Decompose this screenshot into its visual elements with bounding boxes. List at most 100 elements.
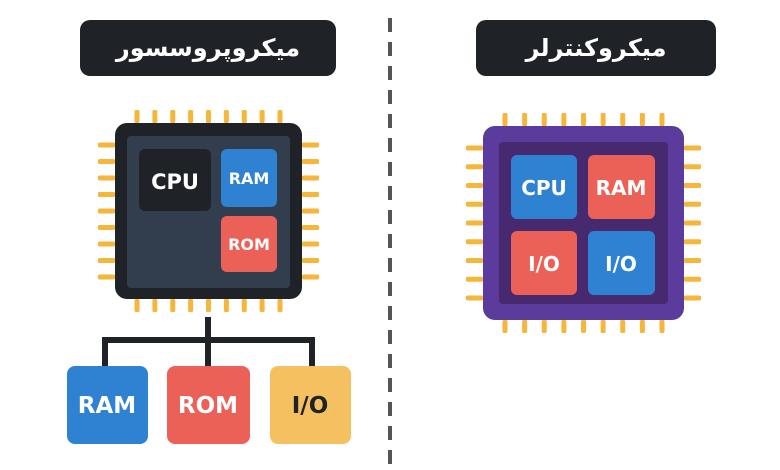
microprocessor-pin-right xyxy=(302,225,319,230)
microprocessor-pin-bottom xyxy=(223,299,229,312)
microprocessor-pin-right xyxy=(302,192,319,197)
microcontroller-pin-top xyxy=(581,113,586,126)
microprocessor-pin-right xyxy=(302,208,319,214)
microprocessor-pin-top xyxy=(259,110,265,123)
microcontroller-pin-right xyxy=(684,164,701,170)
microcontroller-pin-bottom xyxy=(600,320,606,333)
bus-lines xyxy=(102,317,315,370)
microcontroller-pin-bottom xyxy=(659,320,665,333)
microprocessor-pin-left xyxy=(98,274,115,280)
microprocessor-pin-top xyxy=(152,110,158,123)
microcontroller-pin-left xyxy=(466,183,483,188)
microprocessor-pins xyxy=(98,110,319,312)
microprocessor-pin-top xyxy=(134,110,140,123)
microcontroller-io-block-1 xyxy=(511,231,577,295)
microcontroller-pin-left xyxy=(466,201,483,207)
microcontroller-pin-top xyxy=(502,113,508,126)
microcontroller-pin-top xyxy=(522,113,528,126)
microcontroller-pin-left xyxy=(466,145,483,151)
microprocessor-pin-left xyxy=(98,241,115,247)
microprocessor-pin-bottom xyxy=(277,299,283,312)
microprocessor-pin-right xyxy=(302,159,319,164)
microprocessor-cpu-block xyxy=(139,149,211,211)
microprocessor-ram-label: RAM xyxy=(229,169,270,188)
microprocessor-pin-left xyxy=(98,225,115,230)
microprocessor-pin-right xyxy=(302,142,319,148)
microprocessor-pin-top xyxy=(206,110,211,123)
microprocessor-pin-right xyxy=(302,241,319,247)
microcontroller-pin-left xyxy=(466,220,483,226)
microprocessor-pin-left xyxy=(98,142,115,148)
microcontroller-pin-right xyxy=(684,239,701,245)
external-io-label: I/O xyxy=(292,393,329,419)
microprocessor-pin-top xyxy=(277,110,283,123)
microprocessor-pin-bottom xyxy=(170,299,176,312)
microcontroller-pin-right xyxy=(684,201,701,207)
microcontroller-ram-block xyxy=(588,155,655,219)
microcontroller-cpu-label: CPU xyxy=(521,176,567,200)
microprocessor-pin-bottom xyxy=(241,299,247,312)
microprocessor-title-text: میکروپروسسور xyxy=(115,34,301,62)
microprocessor-pin-left xyxy=(98,258,115,263)
microcontroller-pin-right xyxy=(684,276,701,282)
microcontroller-pin-bottom xyxy=(502,320,508,333)
external-ram-label: RAM xyxy=(78,393,136,419)
microcontroller-pin-top xyxy=(639,113,645,126)
microprocessor-pin-left xyxy=(98,192,115,197)
microprocessor-pin-bottom xyxy=(259,299,265,312)
microcontroller-io-label-2: I/O xyxy=(605,252,637,276)
microcontroller-pin-top xyxy=(600,113,606,126)
microprocessor-ram-block xyxy=(221,149,277,207)
microcontroller-pins xyxy=(466,113,701,333)
microcontroller-pin-right xyxy=(684,145,701,151)
microprocessor-pin-left xyxy=(98,175,115,181)
microprocessor-rom-block xyxy=(221,216,277,272)
microprocessor-pin-left xyxy=(98,159,115,164)
microcontroller-pin-left xyxy=(466,258,483,263)
microcontroller-io-label-1: I/O xyxy=(528,252,560,276)
microcontroller-pin-left xyxy=(466,276,483,282)
microprocessor-pin-top xyxy=(188,110,194,123)
microprocessor-pin-left xyxy=(98,208,115,214)
microprocessor-pin-right xyxy=(302,175,319,181)
microprocessor-pin-right xyxy=(302,258,319,263)
microcontroller-io-block-2 xyxy=(588,231,655,295)
microcontroller-pin-bottom xyxy=(639,320,645,333)
external-io-block xyxy=(270,366,351,444)
external-rom-label: ROM xyxy=(178,393,238,419)
microprocessor-pin-top xyxy=(170,110,176,123)
microcontroller-ram-label: RAM xyxy=(596,176,647,200)
microprocessor-pin-right xyxy=(302,274,319,280)
microprocessor-pin-bottom xyxy=(134,299,140,312)
microprocessor-pin-bottom xyxy=(188,299,194,312)
microcontroller-pin-bottom xyxy=(541,320,547,333)
microcontroller-pin-right xyxy=(684,295,701,301)
microcontroller-pin-right xyxy=(684,183,701,188)
microprocessor-pin-bottom xyxy=(152,299,158,312)
microcontroller-pin-right xyxy=(684,258,701,263)
microcontroller-pin-left xyxy=(466,295,483,301)
microprocessor-rom-label: ROM xyxy=(228,235,270,254)
microcontroller-cpu-block xyxy=(511,155,577,219)
microcontroller-pin-bottom xyxy=(620,320,626,333)
microcontroller-pin-left xyxy=(466,239,483,245)
microcontroller-title: میکروکنترلر xyxy=(476,20,716,76)
microcontroller-pin-right xyxy=(684,220,701,226)
external-rom-block xyxy=(167,366,250,444)
microcontroller-pin-top xyxy=(659,113,665,126)
microcontroller-pin-left xyxy=(466,164,483,170)
microcontroller-pin-top xyxy=(541,113,547,126)
external-ram-block xyxy=(67,366,148,444)
microcontroller-pin-bottom xyxy=(561,320,567,333)
microcontroller-pin-bottom xyxy=(581,320,586,333)
microprocessor-title: میکروپروسسور xyxy=(80,20,336,76)
microprocessor-pin-top xyxy=(241,110,247,123)
microprocessor-pin-top xyxy=(223,110,229,123)
microcontroller-pin-top xyxy=(620,113,626,126)
microcontroller-title-text: میکروکنترلر xyxy=(525,34,667,62)
microcontroller-pin-bottom xyxy=(522,320,528,333)
microcontroller-pin-top xyxy=(561,113,567,126)
microprocessor-pin-bottom xyxy=(206,299,211,312)
